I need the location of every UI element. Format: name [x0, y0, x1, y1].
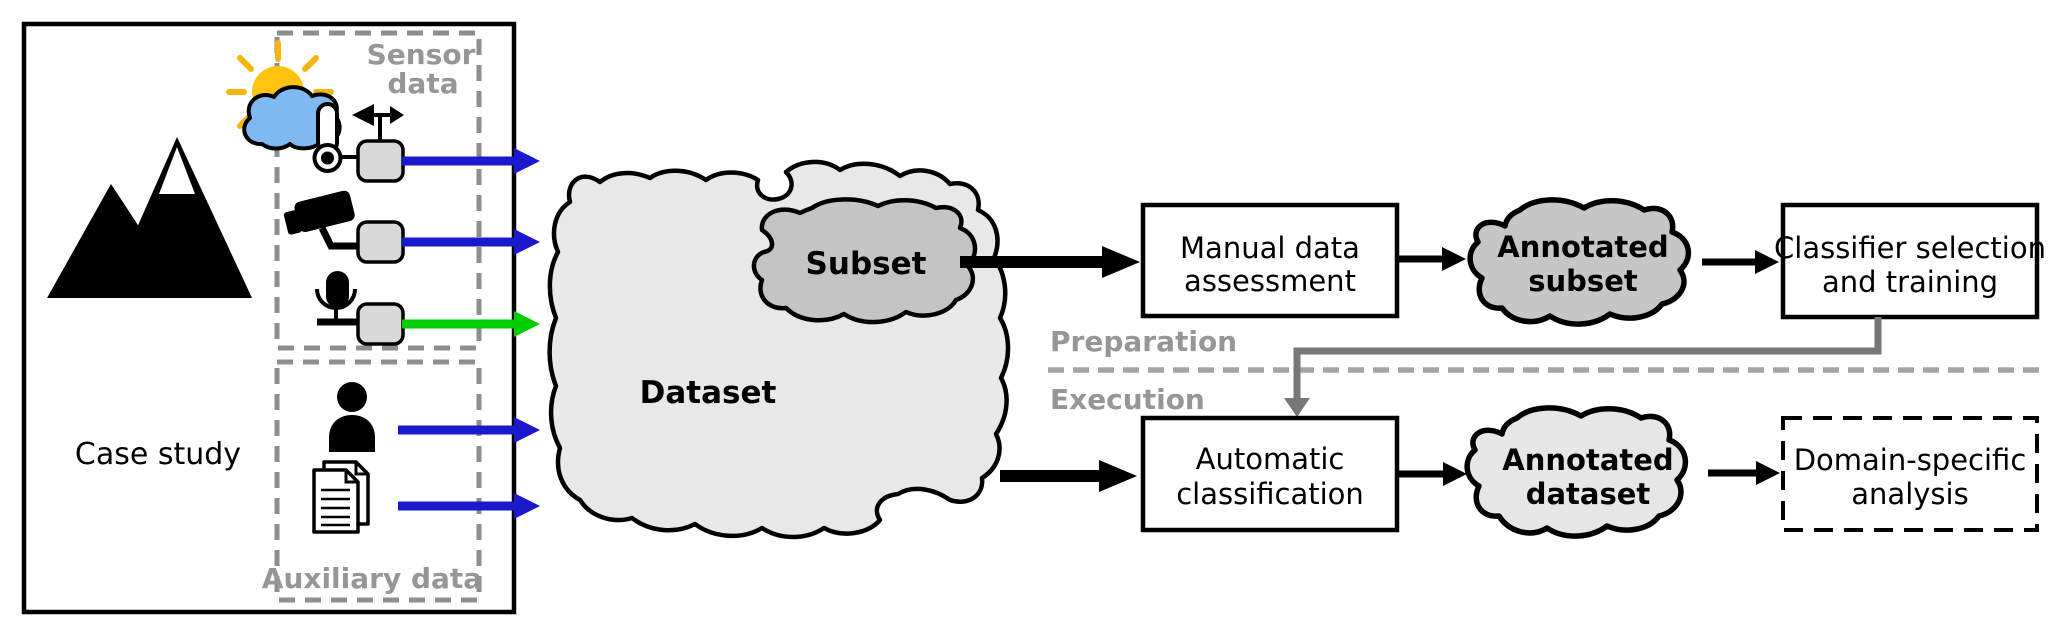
automatic-classification-line2: classification [1176, 477, 1364, 511]
auxiliary-data-group: Auxiliary data [262, 359, 482, 603]
domain-analysis-box: Domain-specific analysis [1781, 416, 2039, 532]
mountain-icon [47, 137, 252, 298]
person-icon [329, 382, 375, 452]
mountain-snow-cap [159, 147, 195, 194]
case-study-panel: Case study Sensor data Auxiliary data [21, 21, 540, 615]
annotated-subset-shape [1467, 197, 1692, 327]
annotated-subset-blob: Annotated subset [1467, 197, 1692, 327]
domain-analysis-border [1781, 416, 2039, 532]
auxiliary-arrow-person [398, 417, 540, 443]
arrow-annotated-subset-to-classifier [1702, 250, 1779, 274]
arrow-annotated-dataset-to-domain [1708, 461, 1780, 485]
sensor-node-icon [356, 220, 405, 264]
thermometer-icon [312, 102, 360, 173]
sensor-arrow-camera [402, 229, 540, 255]
case-study-label: Case study [75, 437, 241, 472]
sensor-data-title-line2: data [387, 67, 458, 100]
sensor-node-icon [356, 139, 405, 183]
arrow-subset-to-manual [960, 246, 1140, 278]
sensor-data-title-line1: Sensor [367, 38, 476, 71]
feedback-line [1293, 317, 1882, 399]
annotated-subset-line1: Annotated [1497, 230, 1668, 264]
classifier-box: Classifier selection and training [1774, 202, 2046, 320]
domain-analysis-line2: analysis [1851, 477, 1968, 511]
annotated-dataset-blob: Annotated dataset [1464, 405, 1689, 539]
dataset-label: Dataset [640, 375, 777, 411]
manual-assessment-line1: Manual data [1180, 231, 1360, 265]
dataset-blob: Dataset Subset [547, 159, 1011, 540]
subset-shape [751, 197, 978, 325]
mountain-big-peak [106, 137, 252, 298]
camera-icon [283, 190, 358, 250]
annotated-dataset-shape [1464, 405, 1689, 539]
annotated-dataset-line2: dataset [1526, 477, 1651, 511]
document-text-lines [321, 488, 350, 527]
cloud-icon [242, 85, 342, 151]
sensor-arrow-weather [402, 148, 540, 174]
subset-label: Subset [806, 246, 927, 282]
manual-assessment-box: Manual data assessment [1140, 202, 1400, 319]
documents-icon [312, 460, 370, 534]
automatic-classification-line1: Automatic [1196, 442, 1345, 476]
manual-assessment-line2: assessment [1184, 264, 1356, 298]
domain-analysis-line1: Domain-specific [1794, 443, 2027, 477]
classifier-line1: Classifier selection [1774, 231, 2046, 265]
auxiliary-arrow-documents [398, 493, 540, 519]
automatic-classification-box: Automatic classification [1140, 415, 1400, 533]
feedback-arrowhead [1284, 398, 1310, 417]
classifier-line2: and training [1822, 265, 1998, 299]
annotated-subset-line2: subset [1528, 264, 1638, 298]
feedback-connector [1284, 317, 1882, 417]
sensor-node-icon [356, 302, 405, 346]
execution-label: Execution [1050, 383, 1205, 416]
phase-divider: Preparation Execution [1048, 325, 2046, 416]
auxiliary-data-border [274, 359, 482, 603]
arrow-dataset-to-automatic [1000, 460, 1137, 492]
microphone-icon [315, 271, 358, 326]
arrow-manual-to-annotated-subset [1397, 247, 1466, 271]
sensor-arrow-microphone [402, 311, 540, 337]
sensor-data-group: Sensor data [274, 30, 482, 351]
wind-vane-icon [352, 104, 404, 141]
preparation-label: Preparation [1050, 325, 1237, 358]
auxiliary-data-title: Auxiliary data [262, 562, 482, 595]
annotated-dataset-line1: Annotated [1502, 443, 1673, 477]
arrow-automatic-to-annotated-dataset [1399, 462, 1467, 486]
